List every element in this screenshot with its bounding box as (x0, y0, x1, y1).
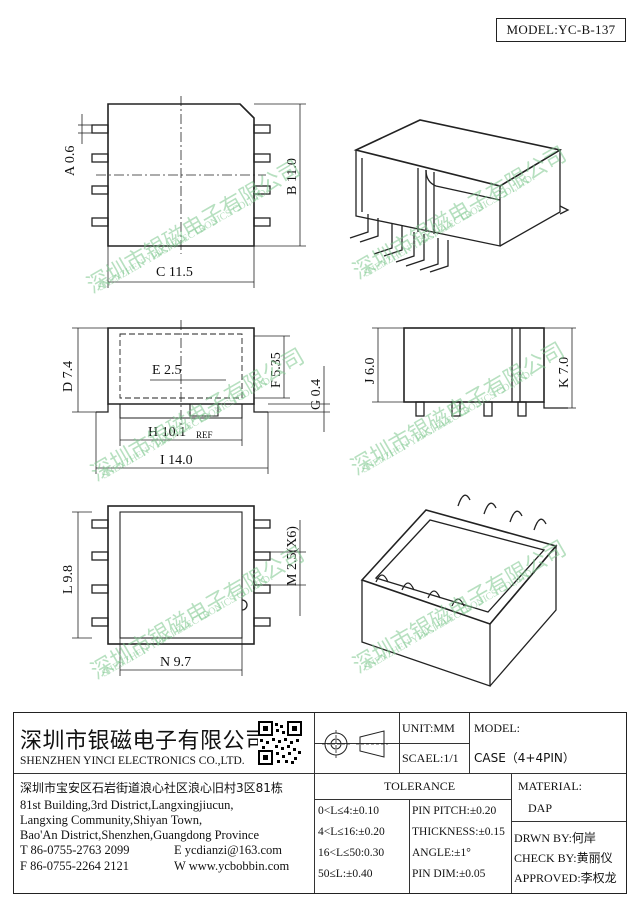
isometric-bottom-view (360, 494, 558, 687)
company-name-cn: 深圳市银磁电子有限公司 (20, 729, 268, 754)
tolerance-left-3: 16<L≤50:0.30 (318, 847, 385, 859)
tolerance-left-1: 0<L≤4:±0.10 (318, 805, 379, 817)
dim-k: K 7.0 (557, 357, 572, 388)
tel: T 86-0755-2763 2099 (20, 843, 130, 857)
material-label: MATERIAL: (518, 779, 582, 793)
dim-b: B 11.0 (285, 158, 300, 195)
dim-h-ref: REF (196, 430, 213, 440)
tolerance-title: TOLERANCE (384, 779, 456, 793)
dim-g: G 0.4 (309, 379, 324, 410)
dim-i: I 14.0 (160, 453, 193, 468)
tolerance-left-2: 4<L≤16:±0.20 (318, 826, 385, 838)
dim-n: N 9.7 (160, 655, 191, 670)
address-en-line1: 81st Building,3rd District,Langxingjiucu… (20, 798, 234, 812)
unit-label: UNIT:MM (402, 721, 455, 735)
front-view (72, 320, 330, 474)
address-cn: 深圳市宝安区石岩街道浪心社区浪心旧村3区81栋 (20, 781, 283, 795)
projection-symbol (322, 730, 388, 758)
dim-m: M 2.5(X6) (285, 526, 300, 586)
material-value: DAP (528, 801, 553, 815)
fax: F 86-0755-2264 2121 (20, 859, 130, 873)
tolerance-right-1: PIN PITCH:±0.20 (412, 805, 497, 817)
checked-by: CHECK BY:黄丽仪 (514, 851, 613, 865)
email: E ycdianzi@163.com (174, 843, 283, 857)
drawn-by: DRWN BY:何岸 (514, 831, 596, 845)
dim-d: D 7.4 (61, 361, 76, 392)
model-label-tb: MODEL: (474, 721, 520, 735)
side-view (372, 327, 576, 417)
bottom-view (72, 505, 306, 676)
scale-label: SCAEL:1/1 (402, 751, 459, 765)
company-name-en: SHENZHEN YINCI ELECTRONICS CO.,LTD. (20, 755, 245, 767)
dim-a: A 0.6 (63, 146, 78, 176)
dim-h: H 10.1 (148, 425, 186, 440)
approved-by: APPROVED:李权龙 (514, 871, 617, 885)
title-block: 深圳市银磁电子有限公司 SHENZHEN YINCI ELECTRONICS C… (13, 712, 627, 894)
website: W www.ycbobbin.com (174, 859, 290, 873)
tolerance-left-4: 50≤L:±0.40 (318, 868, 373, 880)
tolerance-right-2: THICKNESS:±0.15 (412, 826, 505, 838)
address-en-line2: Langxing Community,Shiyan Town, (20, 813, 203, 827)
dim-l: L 9.8 (61, 565, 76, 594)
isometric-top-view (349, 119, 570, 273)
dim-e: E 2.5 (152, 363, 182, 378)
model-label: MODEL:YC-B-137 (496, 18, 626, 42)
tolerance-right-3: ANGLE:±1° (412, 847, 471, 859)
qr-code (258, 721, 302, 765)
model-value: CASE（4+4PIN） (474, 751, 575, 765)
technical-drawing: A 0.6 B 11.0 C 11.5 D 7.4 E 2.5 F 5.35 G… (61, 96, 576, 687)
tolerance-right-4: PIN DIM:±0.05 (412, 868, 486, 880)
address-en-line3: Bao'An District,Shenzhen,Guangdong Provi… (20, 828, 260, 842)
top-view (78, 96, 306, 288)
dim-j: J 6.0 (363, 358, 378, 384)
dim-c: C 11.5 (156, 265, 193, 280)
dim-f: F 5.35 (269, 352, 284, 388)
